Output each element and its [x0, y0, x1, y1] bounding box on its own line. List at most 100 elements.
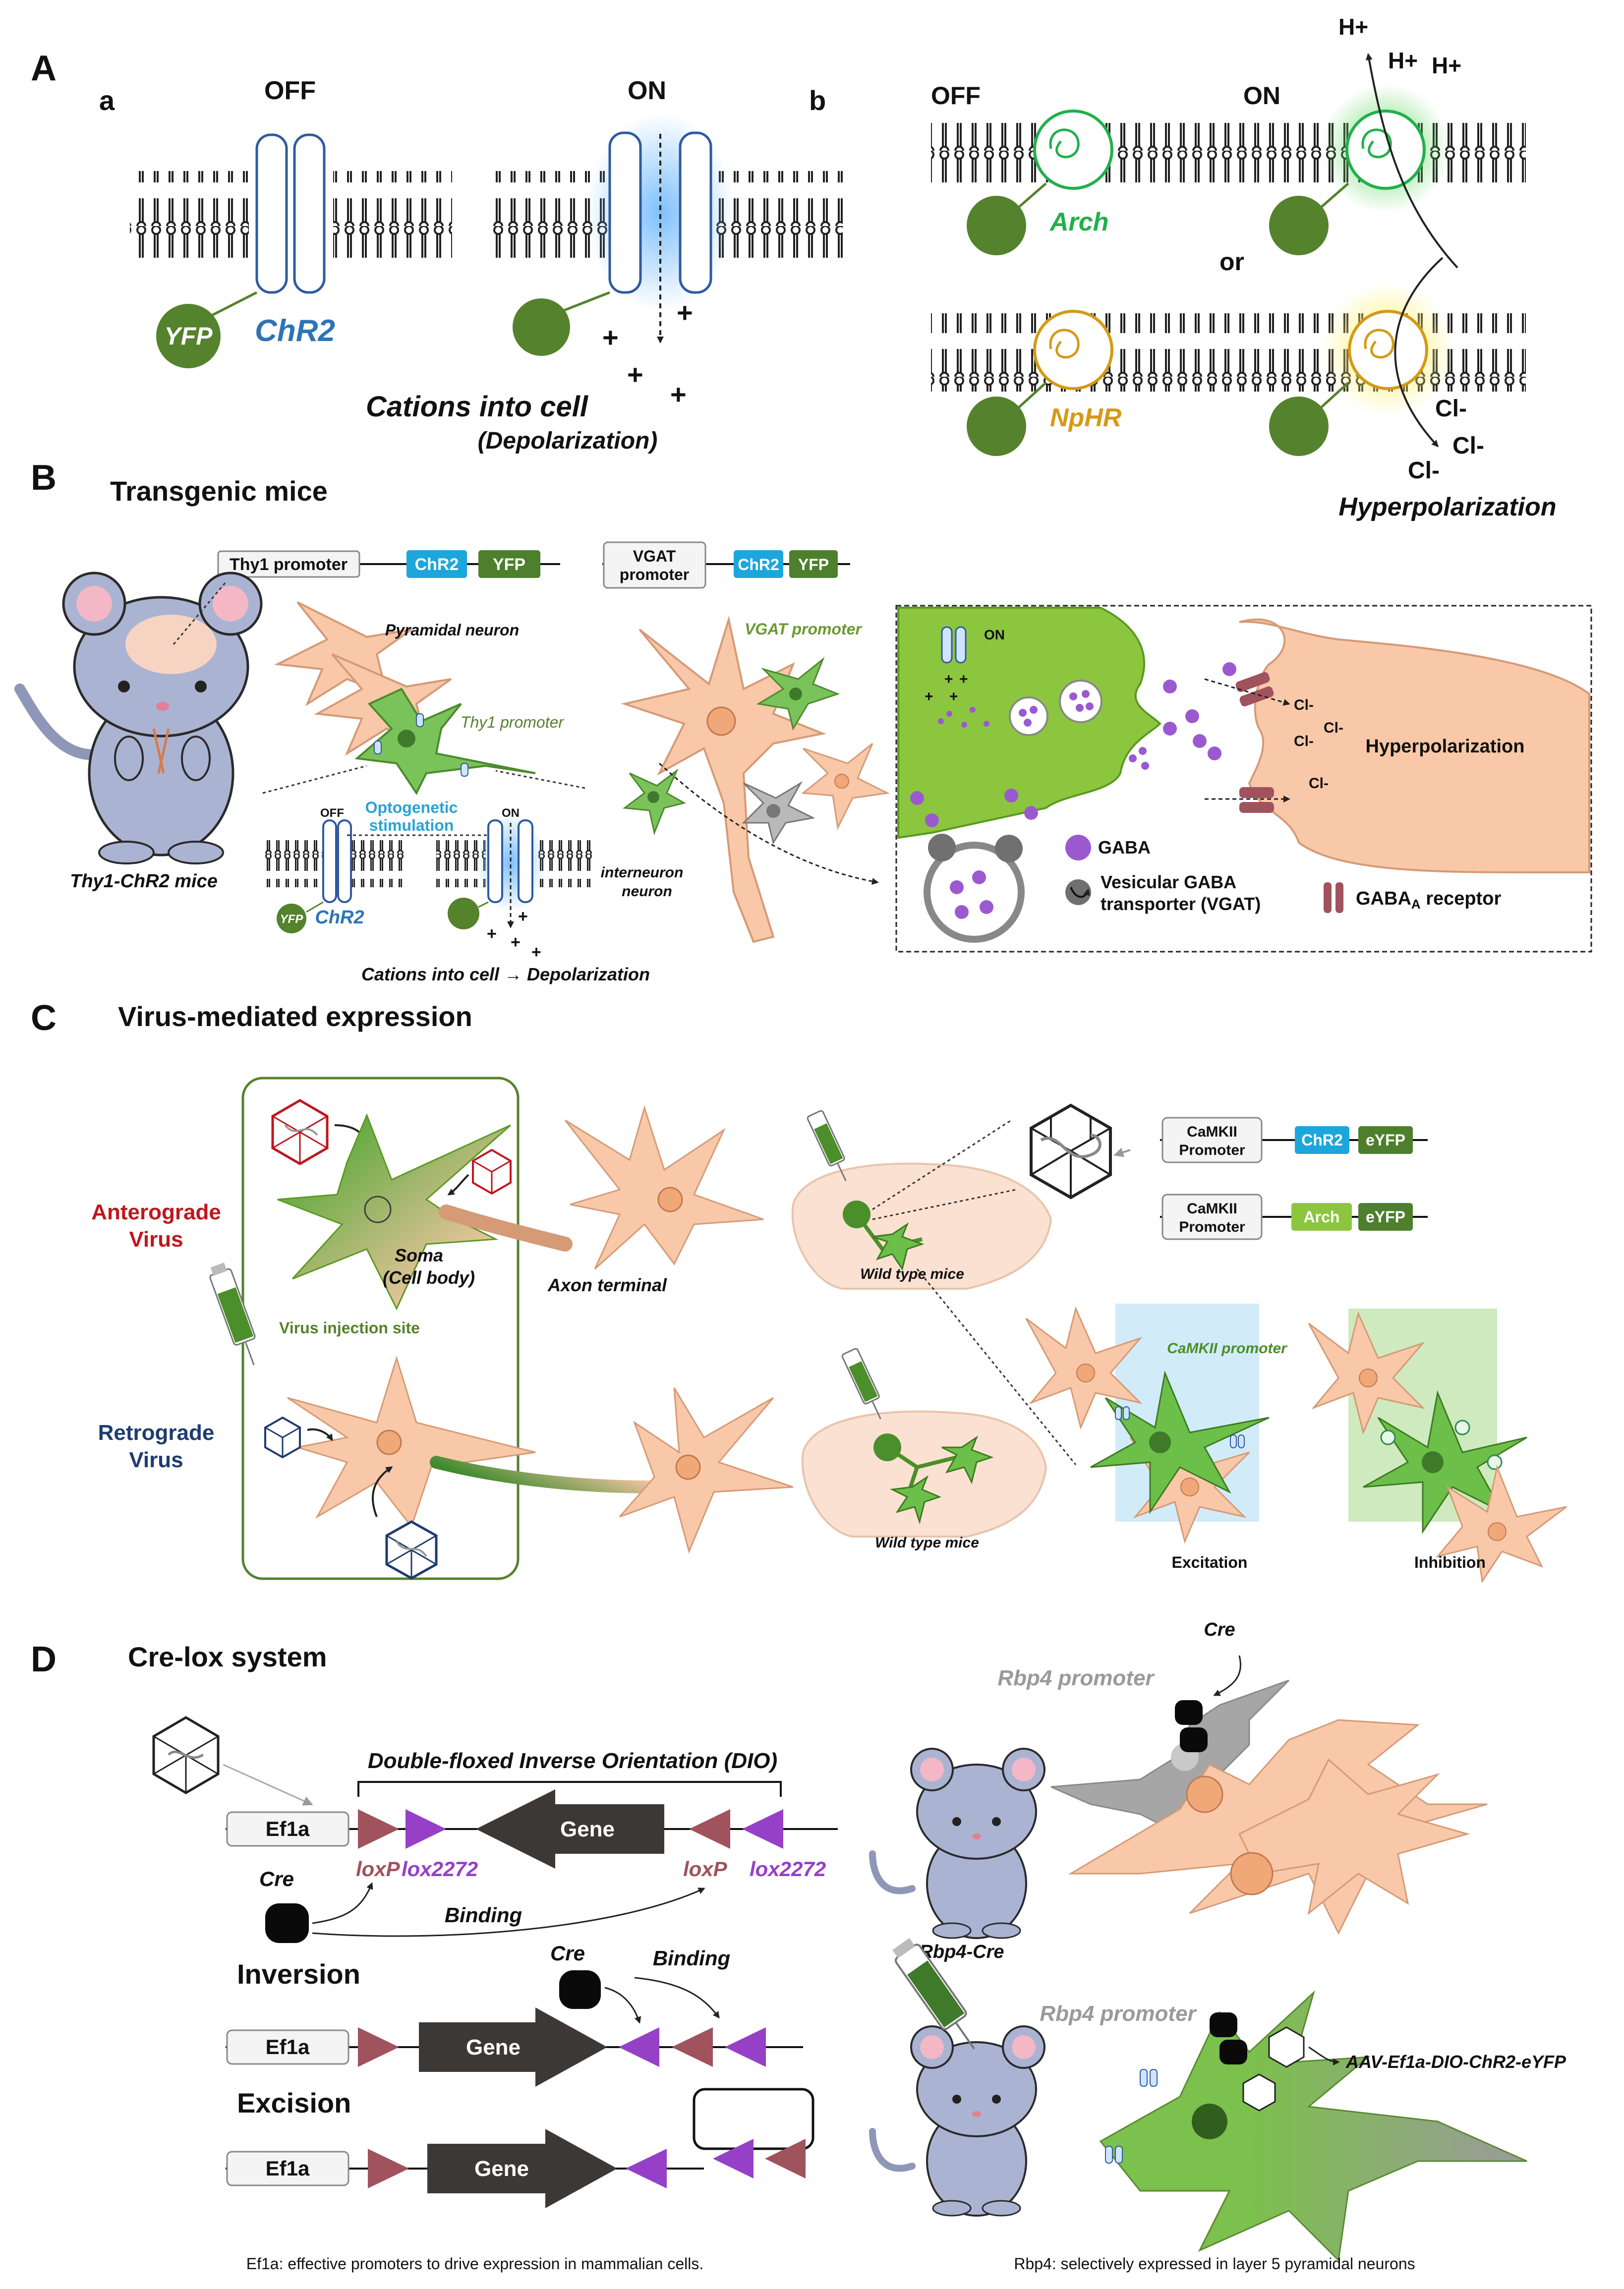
- panel-d-capsid: [152, 1716, 313, 1806]
- panel-a: A a b YFP ChR2 OFF + + +: [31, 14, 1557, 521]
- rbp4-neuron-bottom: Rbp4 promoter AAV-Ef1a-DIO-ChR2-eYFP: [1040, 1990, 1566, 2262]
- camkii-eyfp-text-1: eYFP: [1366, 1131, 1405, 1149]
- camkii-promoter-2-line2: Promoter: [1179, 1219, 1245, 1235]
- lox2272-label-1: lox2272: [402, 1857, 478, 1881]
- hplus-1: H+: [1338, 14, 1368, 40]
- retrograde-virus-icon: [264, 1416, 333, 1459]
- b-plus-1: +: [518, 907, 528, 926]
- gabaa-legend-icon-2: [1335, 882, 1343, 913]
- arch-tag-on: [1269, 196, 1329, 255]
- loxp-2: [689, 1809, 730, 1849]
- cl-3: Cl-: [1408, 458, 1440, 484]
- b-plus-4: +: [531, 943, 541, 962]
- chr2-icon-bottom-3: [1105, 2146, 1113, 2164]
- excision-label: Excision: [237, 2087, 351, 2118]
- camkii-arch-construct: CaMKII Promoter Arch eYFP: [1160, 1194, 1428, 1240]
- ef1a-box-2: [226, 2029, 349, 2065]
- panel-d-title: Cre-lox system: [128, 1641, 327, 1672]
- arch-membranes: OFF ON Arch H+ H+ H+ or: [931, 14, 1526, 276]
- thy1-mouse-label: Thy1-ChR2 mice: [70, 871, 218, 892]
- thy1-promoter-box: [217, 550, 360, 578]
- b-plus-2: +: [487, 924, 497, 943]
- panel-b-membranes: OFF YFP ChR2 Optogenetic stimulation ON …: [263, 799, 650, 984]
- interneuron-line1: interneuron: [601, 864, 684, 881]
- chr2-icon-bottom-1: [1140, 2069, 1148, 2087]
- cations-depol-label: Cations into cell → Depolarization: [361, 964, 650, 984]
- vgat-yfp-box: [789, 550, 838, 578]
- cre-icon-top-1: [1175, 1700, 1203, 1725]
- soma-neuron: Soma (Cell body): [277, 1113, 573, 1311]
- lox2272-2: [742, 1809, 783, 1849]
- loxp-5: [368, 2149, 409, 2188]
- vgat-promoter-label: VGAT promoter: [745, 620, 862, 638]
- binding-label-1: Binding: [445, 1903, 522, 1927]
- cre-icon-bottom-2: [1219, 2040, 1247, 2064]
- excitation-cluster: CaMKII promoter Excitation: [1025, 1304, 1288, 1571]
- inversion-step: Inversion Cre Binding Ef1a Gene: [226, 1942, 803, 2087]
- rbp4-promoter-top: Rbp4 promoter: [997, 1666, 1155, 1690]
- hyperpolarization-label: Hyperpolarization: [1338, 493, 1556, 521]
- vgat-chr2-text: ChR2: [738, 556, 779, 573]
- vgat-legend-line1: Vesicular GABA: [1101, 872, 1236, 892]
- cre-label-2: Cre: [550, 1942, 585, 1965]
- anterograde-virus-icon-small: [447, 1148, 512, 1196]
- panel-c-title: Virus-mediated expression: [118, 1001, 472, 1032]
- interneurons: VGAT promoter interneuron neuron: [601, 616, 890, 943]
- vgat-construct: VGAT promoter ChR2 YFP: [602, 541, 850, 589]
- excitation-label: Excitation: [1172, 1553, 1248, 1571]
- hplus-3: H+: [1432, 53, 1461, 78]
- wild-type-label-2: Wild type mice: [875, 1535, 979, 1551]
- cre-icon-1: [265, 1903, 309, 1943]
- camkii-arch-box: [1291, 1203, 1352, 1231]
- inset-plus-2: +: [959, 671, 968, 687]
- chr2-box-text: ChR2: [415, 555, 459, 574]
- footnote-right: Rbp4: selectively expressed in layer 5 p…: [1014, 2255, 1415, 2273]
- cre-icon-top-2: [1180, 1727, 1208, 1752]
- anterograde-line2: Virus: [129, 1227, 183, 1252]
- cl-1: Cl-: [1435, 396, 1467, 422]
- or-label: or: [1219, 248, 1244, 276]
- vgat-legend-icon: [1065, 879, 1091, 905]
- chr2-icon-bottom-4: [1115, 2146, 1123, 2164]
- camkii-promoter-box-1: [1161, 1117, 1263, 1163]
- gene-text-1: Gene: [560, 1817, 615, 1841]
- excision-step: Excision Ef1a Gene: [226, 2087, 814, 2208]
- dio-label: Double-floxed Inverse Orientation (DIO): [368, 1749, 777, 1773]
- vgat-promoter-box: [603, 541, 706, 589]
- b-off-label: OFF: [320, 806, 344, 820]
- cre-binding: Cre Binding: [259, 1867, 705, 1943]
- rbp4-injected-mouse: [869, 1938, 1045, 2217]
- loxp-label-1: loxP: [356, 1857, 401, 1881]
- lox2272-1: [406, 1809, 446, 1849]
- inset-chr2-left: [941, 626, 953, 664]
- yfp-tag-on: [513, 298, 570, 356]
- vgat-promoter-line1: VGAT: [633, 547, 676, 565]
- inset-on-label: ON: [984, 627, 1005, 642]
- inset-plus-4: +: [949, 688, 958, 705]
- aav-capsid-icon: [1030, 1103, 1131, 1200]
- chr2-open-right: [679, 131, 712, 294]
- optogenetic-line1: Optogenetic: [365, 799, 458, 816]
- panel-a-label: A: [31, 49, 57, 88]
- lox2272-5: [626, 2149, 667, 2188]
- wild-type-label-1: Wild type mice: [860, 1266, 964, 1282]
- chr2-channel-left: [255, 133, 288, 294]
- injection-syringe: [209, 1262, 256, 1366]
- inhibition-cluster: Inhibition: [1308, 1309, 1567, 1584]
- lox2272-excised: [713, 2139, 754, 2178]
- wild-type-brain-1: Wild type mice: [791, 1110, 1077, 1465]
- anterograde-virus-icon: [271, 1099, 372, 1165]
- b-chr2-label: ChR2: [315, 907, 364, 928]
- ef1a-text-1: Ef1a: [266, 1817, 310, 1840]
- gabaa-legend-label: GABAA receptor: [1356, 888, 1501, 912]
- gene-text-3: Gene: [474, 2157, 529, 2181]
- gabaa-receptor-2: [1239, 686, 1274, 707]
- lox2272-4: [725, 2027, 766, 2067]
- panel-a-sub-a: a: [99, 85, 115, 116]
- on-label-a: ON: [628, 76, 666, 105]
- soma-line2: (Cell body): [383, 1267, 475, 1288]
- cations-label: Cations into cell: [366, 391, 589, 423]
- panel-d: D Cre-lox system Double-floxed Inverse O…: [31, 1619, 1566, 2273]
- syringe-brain-2: [841, 1348, 881, 1420]
